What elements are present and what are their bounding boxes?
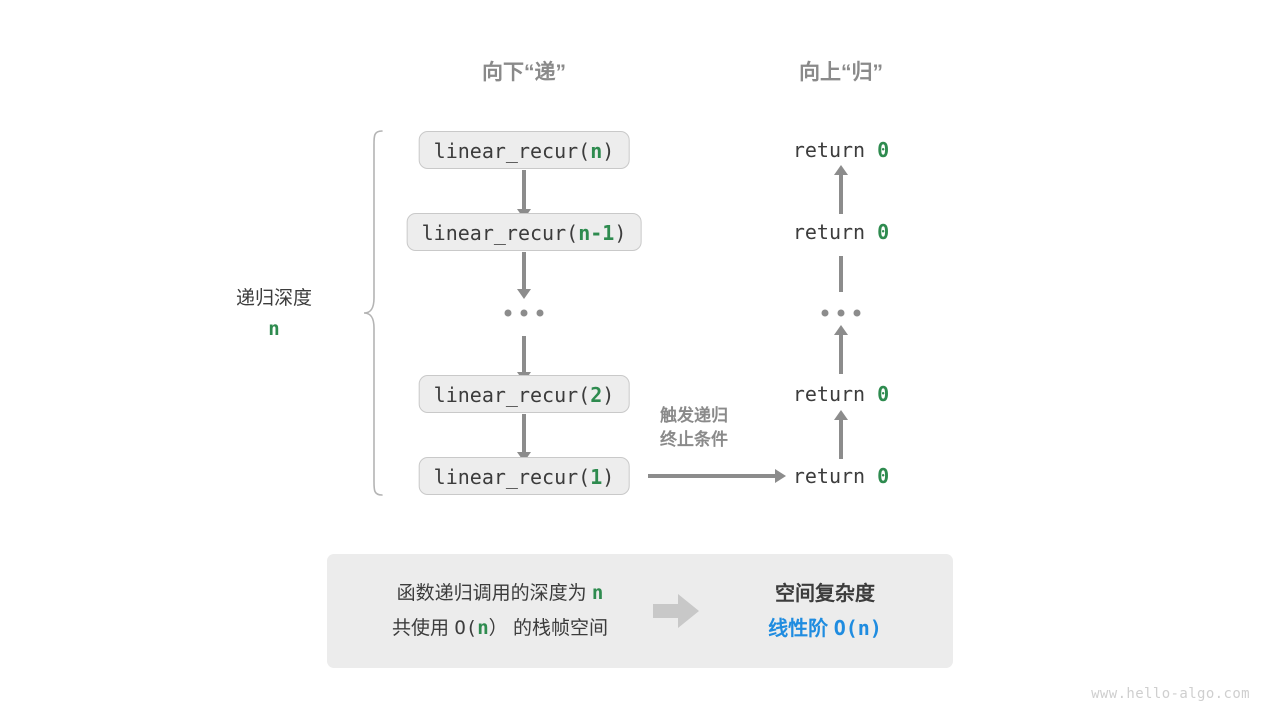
site-watermark: www.hello-algo.com — [1091, 686, 1250, 702]
return-keyword-3: return — [792, 382, 866, 406]
recursion-depth-value: n — [268, 318, 280, 340]
return-stack-ellipsis — [821, 309, 861, 317]
call-frame-suffix-2: ) — [614, 221, 627, 245]
arrow-down-2 — [522, 252, 526, 290]
conclusion-result-bigo: O(n) — [833, 615, 882, 640]
return-keyword-4: return — [792, 464, 866, 488]
call-frame-box-2: linear_recur(n-1) — [406, 213, 642, 251]
premise-line-2-text-b: 的栈帧空间 — [512, 618, 608, 639]
premise-line-2-bigo-close: ） — [488, 618, 508, 639]
call-frame-box-3: linear_recur(2) — [418, 375, 630, 413]
recursion-depth-label: 递归深度 — [235, 288, 313, 309]
return-value-2: 0 — [877, 220, 890, 244]
call-frame-box-4: linear_recur(1) — [418, 457, 630, 495]
premise-line-2-bigo-var: n — [477, 617, 489, 639]
premise-line-1-text: 函数递归调用的深度为 — [396, 582, 587, 604]
conclusion-title: 空间复杂度 — [775, 582, 875, 605]
arrow-down-1 — [522, 170, 526, 210]
return-value-4: 0 — [877, 464, 890, 488]
return-label-4: return 0 — [793, 464, 889, 488]
call-frame-suffix-1: ) — [602, 139, 615, 163]
base-case-note-line2: 终止条件 — [660, 430, 728, 450]
arrow-down-4 — [522, 414, 526, 453]
conclusion-result: 线性阶 O(n) — [705, 611, 945, 646]
recursion-depth-annotation: 递归深度 n — [236, 283, 312, 340]
call-frame-arg-3: 2 — [590, 383, 603, 407]
premise-line-2-bigo-open: O( — [454, 617, 478, 639]
return-keyword-2: return — [792, 220, 866, 244]
call-frame-prefix-2: linear_recur( — [421, 221, 579, 245]
base-case-note: 触发递归 终止条件 — [660, 404, 728, 452]
return-label-3: return 0 — [793, 382, 889, 406]
summary-implies-arrow — [647, 594, 705, 628]
block-arrow-right-icon — [653, 594, 699, 628]
line-up-2 — [839, 256, 843, 292]
conclusion-result-label: 线性阶 — [768, 617, 829, 640]
call-stack-ellipsis — [504, 309, 544, 317]
depth-brace-icon — [363, 130, 383, 496]
premise-line-2-text-a: 共使用 — [392, 618, 450, 639]
return-keyword-1: return — [792, 138, 866, 162]
return-label-2: return 0 — [793, 220, 889, 244]
arrow-down-3 — [522, 336, 526, 373]
call-frame-prefix-1: linear_recur( — [433, 139, 591, 163]
column-header-recurse-down: 向下“递” — [482, 61, 566, 84]
column-header-return-up: 向上“归” — [799, 61, 883, 84]
complexity-summary-conclusion: 空间复杂度 线性阶 O(n) — [705, 577, 953, 646]
premise-line-1: 函数递归调用的深度为 n — [353, 576, 647, 611]
premise-line-1-var: n — [591, 581, 604, 604]
arrow-up-1 — [839, 174, 843, 214]
arrow-right-base-case — [648, 474, 776, 478]
call-frame-box-1: linear_recur(n) — [418, 131, 630, 169]
arrow-up-2 — [839, 334, 843, 374]
call-frame-arg-2: n-1 — [578, 221, 615, 245]
call-frame-prefix-4: linear_recur( — [433, 465, 591, 489]
call-frame-suffix-3: ) — [602, 383, 615, 407]
call-frame-arg-1: n — [590, 139, 603, 163]
arrow-up-3 — [839, 419, 843, 459]
complexity-summary-panel: 函数递归调用的深度为 n 共使用 O(n） 的栈帧空间 空间复杂度 线性阶 O(… — [327, 554, 953, 668]
call-frame-suffix-4: ) — [602, 465, 615, 489]
return-value-3: 0 — [877, 382, 890, 406]
complexity-summary-premise: 函数递归调用的深度为 n 共使用 O(n） 的栈帧空间 — [327, 576, 647, 646]
call-frame-prefix-3: linear_recur( — [433, 383, 591, 407]
premise-line-2: 共使用 O(n） 的栈帧空间 — [353, 611, 647, 646]
return-value-1: 0 — [877, 138, 890, 162]
call-frame-arg-4: 1 — [590, 465, 603, 489]
base-case-note-line1: 触发递归 — [660, 406, 728, 425]
return-label-1: return 0 — [793, 138, 889, 162]
